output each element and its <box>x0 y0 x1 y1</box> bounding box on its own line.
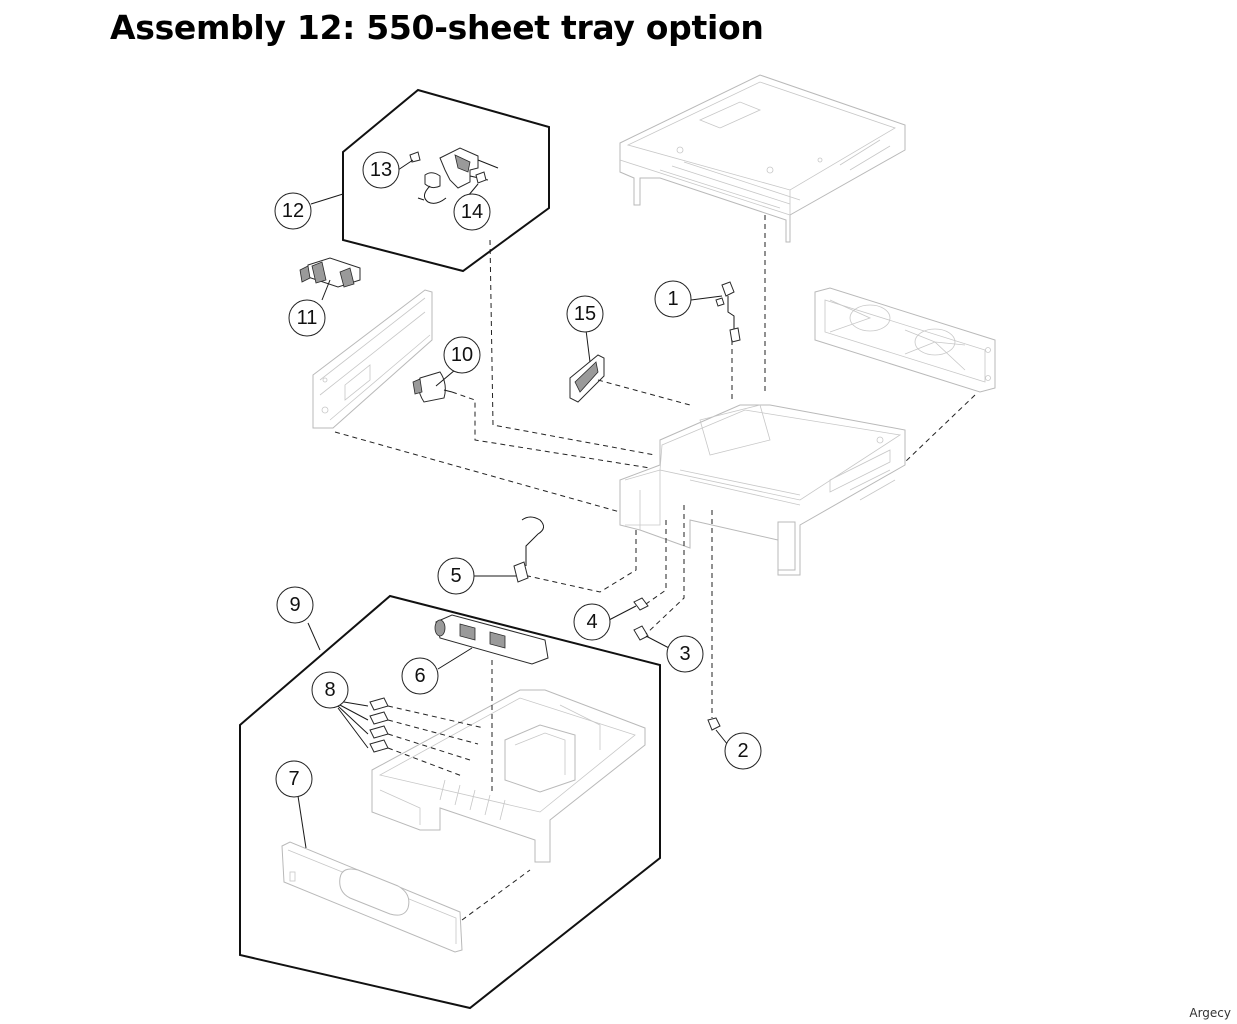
tray-frame-part <box>619 404 906 576</box>
paper-tray-part <box>371 689 646 863</box>
controller-board-part <box>569 354 605 403</box>
watermark: Argecy <box>1189 1006 1231 1020</box>
callout-2: 2 <box>724 732 762 770</box>
sensor-cable-1-part <box>715 281 741 343</box>
callout-13: 13 <box>362 151 400 189</box>
tray-lift-part <box>434 614 549 665</box>
leader-lines <box>297 159 729 849</box>
sensor-2-part <box>707 717 721 731</box>
callout-12: 12 <box>274 192 312 230</box>
callout-14: 14 <box>453 193 491 231</box>
svg-text:10: 10 <box>451 344 473 366</box>
callout-6: 6 <box>401 657 439 695</box>
front-cover-part <box>281 841 463 953</box>
callout-4: 4 <box>573 603 611 641</box>
page-title: Assembly 12: 550-sheet tray option <box>110 8 764 47</box>
svg-text:12: 12 <box>282 200 304 222</box>
svg-text:7: 7 <box>288 768 299 790</box>
callout-7: 7 <box>275 760 313 798</box>
sensor-3-part <box>633 625 649 641</box>
svg-text:2: 2 <box>737 740 748 762</box>
svg-text:1: 1 <box>667 288 678 310</box>
callout-8: 8 <box>311 671 349 709</box>
clutch-part <box>412 371 453 403</box>
callout-5: 5 <box>437 557 475 595</box>
right-side-cover-part <box>814 287 996 393</box>
top-cover-part <box>619 74 906 243</box>
pick-rollers-part <box>299 257 361 288</box>
pick-assembly-part <box>409 147 499 204</box>
svg-text:3: 3 <box>679 643 690 665</box>
svg-text:8: 8 <box>324 679 335 701</box>
svg-text:4: 4 <box>586 611 597 633</box>
assembly-9-box <box>239 594 661 1010</box>
callout-3: 3 <box>666 635 704 673</box>
assembly-dashed-lines <box>334 215 976 921</box>
callout-15: 15 <box>566 295 604 333</box>
svg-text:11: 11 <box>297 307 318 329</box>
svg-text:13: 13 <box>370 159 392 181</box>
svg-text:14: 14 <box>461 201 483 223</box>
sensor-flags-part <box>369 697 389 753</box>
svg-text:5: 5 <box>450 565 461 587</box>
left-side-frame-part <box>312 289 433 429</box>
callout-10: 10 <box>443 336 481 374</box>
callout-1: 1 <box>654 280 692 318</box>
assembly-12-box <box>342 88 550 273</box>
svg-text:9: 9 <box>289 594 300 616</box>
svg-text:15: 15 <box>574 303 596 325</box>
sensor-cable-5-part <box>513 516 544 583</box>
callout-11: 11 <box>288 299 326 337</box>
svg-text:6: 6 <box>414 665 425 687</box>
callout-9: 9 <box>276 586 314 624</box>
sensor-4-part <box>633 597 649 611</box>
